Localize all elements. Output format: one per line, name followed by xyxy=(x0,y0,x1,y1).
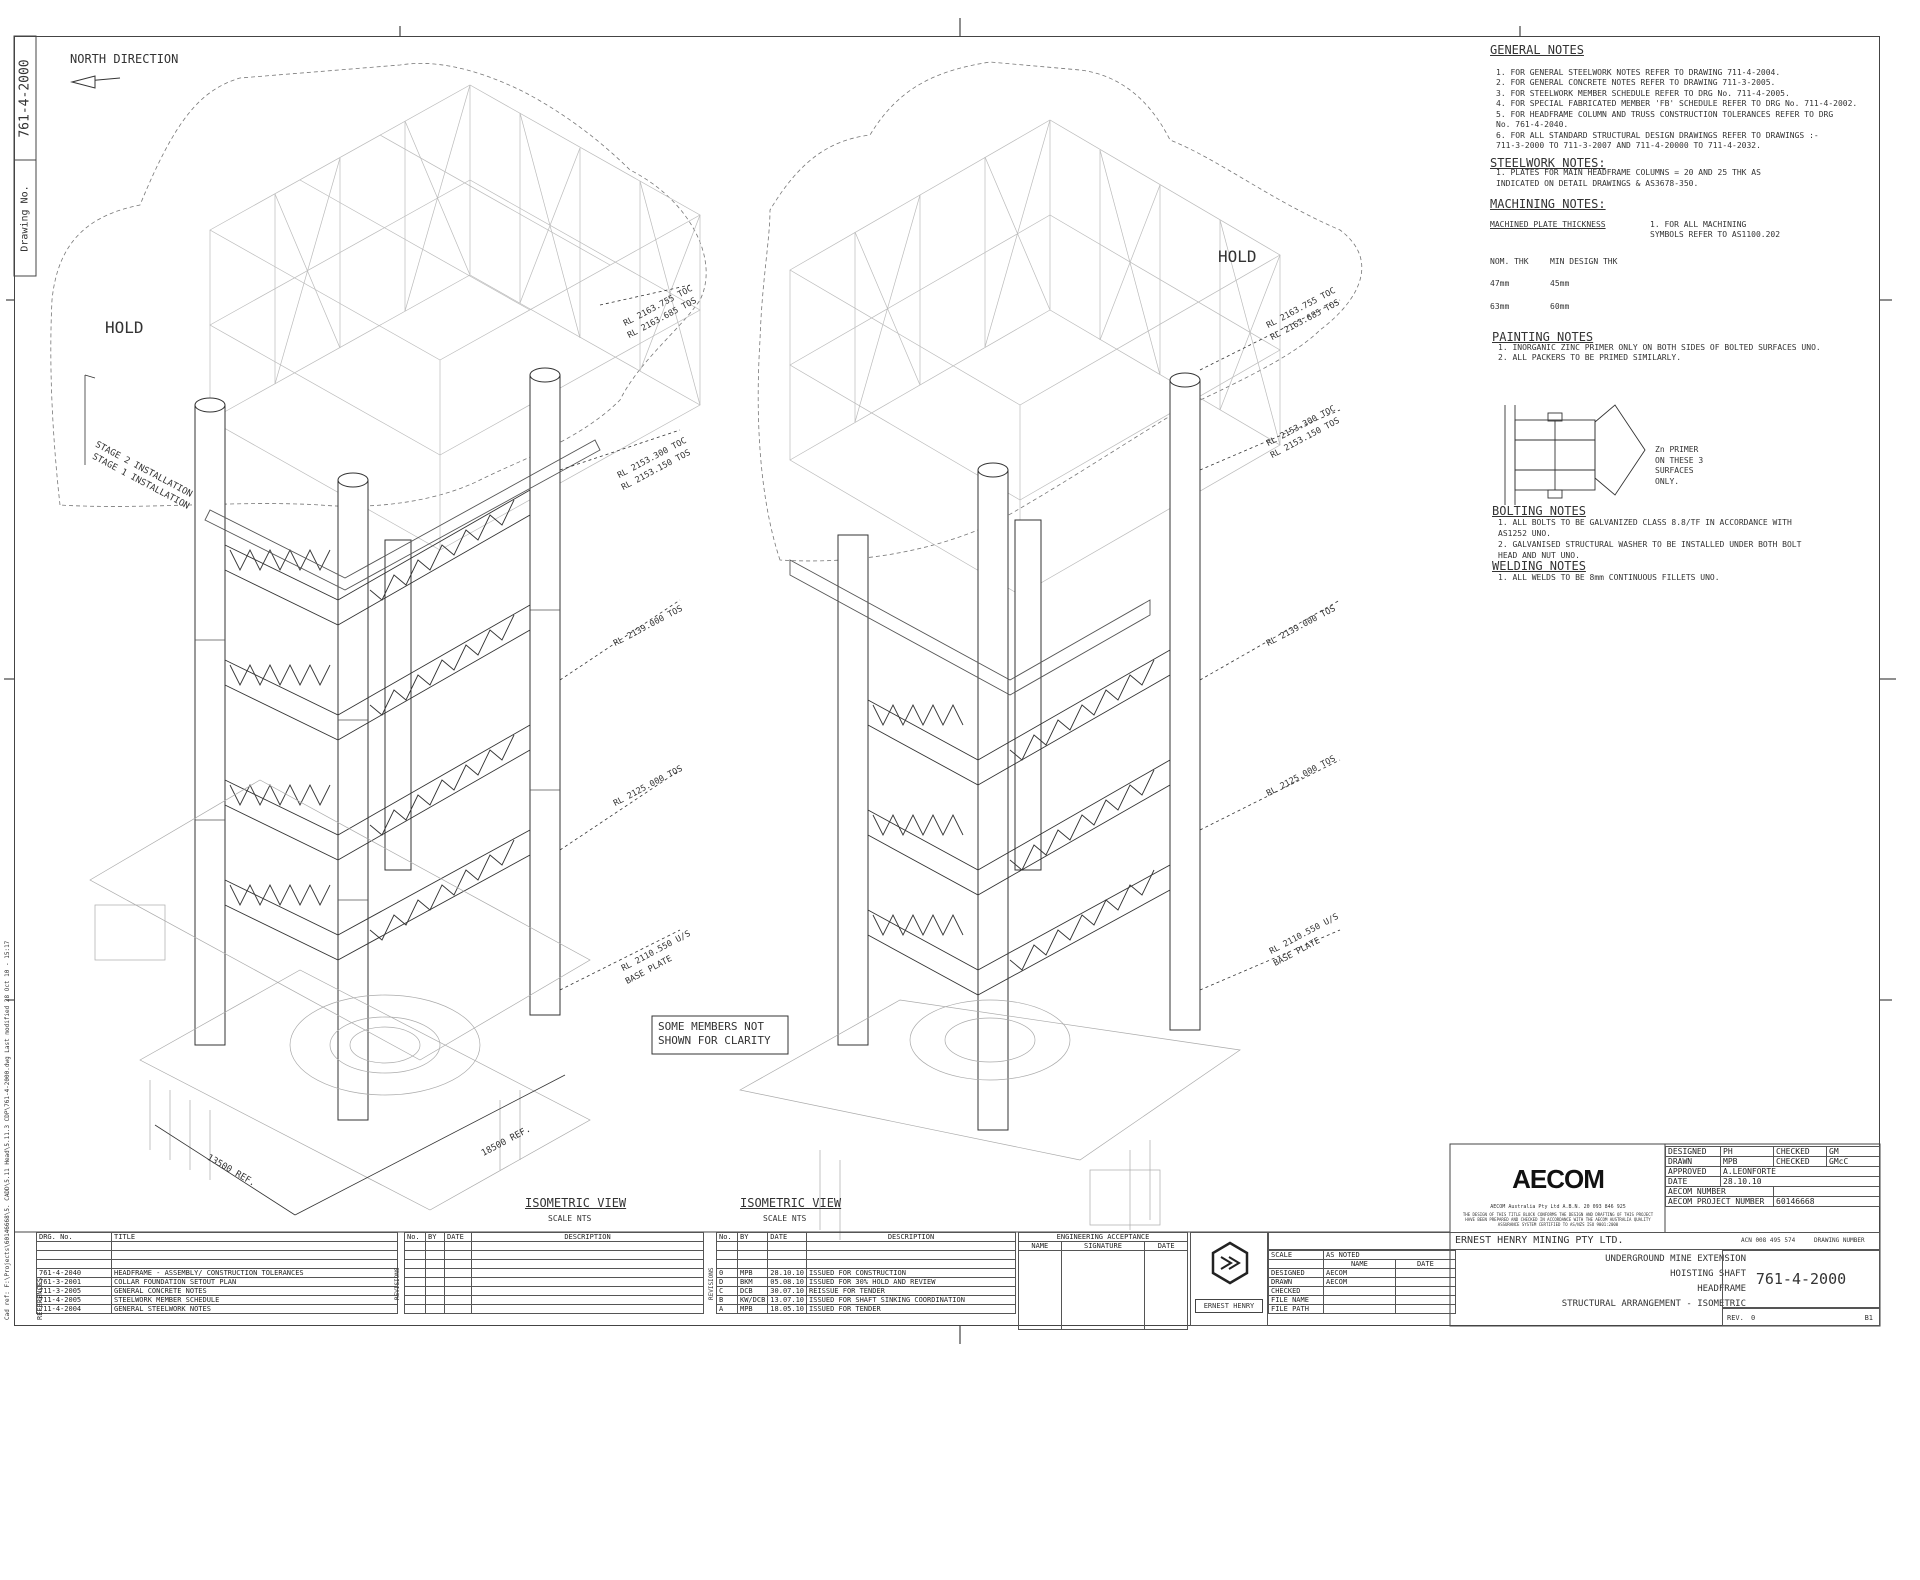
drawing-no-label: Drawing No. xyxy=(19,184,31,252)
plot-stamp: Cad ref: F:\Projects\60146668\5. CADD\5.… xyxy=(4,940,11,1320)
right-foundation xyxy=(739,999,1241,1240)
right-view-title: ISOMETRIC VIEW xyxy=(740,1196,842,1210)
drawing-number-label: DRAWING NUMBER xyxy=(1814,1237,1865,1244)
north-direction-label: NORTH DIRECTION xyxy=(70,52,179,66)
left-foundation xyxy=(89,779,591,1211)
references-side-label: REFERENCES xyxy=(36,1277,44,1320)
client-name-row: ERNEST HENRY MINING PTY LTD. ACN 008 495… xyxy=(1268,1232,1880,1250)
left-trusses xyxy=(204,439,601,961)
north-arrow-icon xyxy=(70,75,121,89)
primer-note: Zn PRIMER ON THESE 3 SURFACES ONLY. xyxy=(1655,445,1704,486)
left-hold-cloud xyxy=(50,63,707,507)
machining-notes-title: MACHINING NOTES: xyxy=(1490,197,1606,211)
machined-plate-label: MACHINED PLATE THICKNESS xyxy=(1490,219,1606,229)
drawing-no-side: 761-4-2000 xyxy=(14,36,36,160)
right-view-scale: SCALE NTS xyxy=(763,1214,807,1223)
welding-notes-title: WELDING NOTES xyxy=(1492,559,1586,573)
sheet-border xyxy=(14,36,1880,1326)
general-notes-title: GENERAL NOTES xyxy=(1490,43,1584,57)
right-columns xyxy=(837,372,1201,1131)
general-notes-list: 1. FOR GENERAL STEELWORK NOTES REFER TO … xyxy=(1496,67,1858,151)
right-dimensions xyxy=(1199,299,1341,991)
project-description: UNDERGROUND MINE EXTENSION HOISTING SHAF… xyxy=(1561,1254,1746,1309)
left-hold-label: HOLD xyxy=(105,318,144,337)
client-name: ERNEST HENRY MINING PTY LTD. xyxy=(1455,1235,1624,1246)
bolted-joint-detail xyxy=(1504,404,1646,505)
ernest-henry-logo-icon xyxy=(1211,1241,1249,1285)
drawing-number: 761-4-2000 xyxy=(1755,1270,1847,1288)
clarity-note: SOME MEMBERS NOT SHOWN FOR CLARITY xyxy=(658,1020,771,1047)
aecom-logo-block: AECOM AECOM Australia Pty Ltd A.B.N. 20 … xyxy=(1452,1146,1664,1230)
notes-panel: GENERAL NOTES 1. FOR GENERAL STEELWORK N… xyxy=(1490,43,1870,364)
client-abn: ACN 008 495 574 xyxy=(1741,1237,1796,1244)
client-logo-block: ERNEST HENRY xyxy=(1190,1232,1268,1326)
right-trusses xyxy=(789,559,1171,996)
rev-row: REV. 0 B1 xyxy=(1722,1308,1880,1326)
left-column-rings xyxy=(195,609,560,901)
left-view-title: ISOMETRIC VIEW xyxy=(525,1196,627,1210)
drawing-number-vertical: 761-4-2000 xyxy=(17,58,33,138)
bolting-notes-title: BOLTING NOTES xyxy=(1492,504,1586,518)
aecom-logo: AECOM xyxy=(1512,1164,1605,1194)
painting-notes-title: PAINTING NOTES xyxy=(1492,330,1594,344)
drawing-number-box: 761-4-2000 xyxy=(1722,1250,1880,1308)
left-columns xyxy=(194,367,561,1121)
left-headframe-upper xyxy=(209,84,701,551)
right-hold-label: HOLD xyxy=(1218,247,1257,266)
right-hold-cloud xyxy=(757,61,1363,562)
bolting-welding-notes: BOLTING NOTES 1. ALL BOLTS TO BE GALVANI… xyxy=(1492,504,1872,583)
revisions-a-side-label: REVISIONS xyxy=(394,1267,401,1300)
drawing-canvas xyxy=(4,18,1896,1344)
steelwork-notes-title: STEELWORK NOTES: xyxy=(1490,155,1606,170)
right-headframe-upper xyxy=(789,119,1281,596)
left-view-scale: SCALE NTS xyxy=(548,1214,592,1223)
left-dimensions xyxy=(84,284,691,1216)
revisions-b-side-label: REVISIONS xyxy=(708,1267,715,1300)
